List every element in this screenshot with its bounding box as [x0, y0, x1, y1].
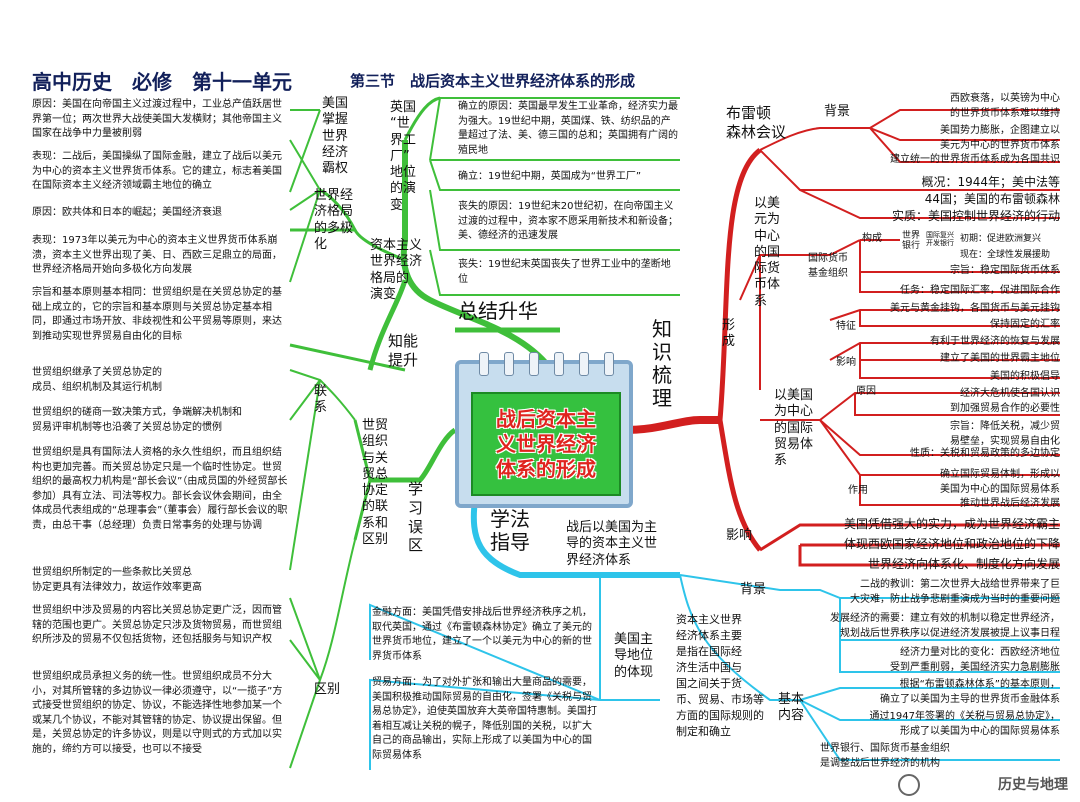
text-impact-1: 体现西欧国家经济地位和政治地位的下降 [843, 537, 1060, 551]
text-define: 资本主义世界 经济体系主要 是指在国际经 济生活中国与 国之间关于货 币、贸易、… [676, 613, 764, 738]
text-trade-3: 性质：关税和贸易政策的多边协定 [910, 448, 1060, 459]
text-duojihua-performance: 表现：1973年以美元为中心的资本主义世界货币体系崩溃，资本主义世界出现了美、日… [32, 235, 282, 275]
label-qubie: 区别 [314, 682, 341, 697]
binder-ring-icon [604, 352, 614, 376]
text-wto-0: 宗旨和基本原则基本相同：世贸组织是在关贸总协定的基础上成立的，它的宗旨和基本原则… [32, 287, 282, 342]
text-maoyi: 贸易方面：为了对外扩张和输出大量商品的需要，美国积极推动国际贸易的自由化，签署《… [372, 677, 597, 761]
text-bt-2: 建立统一的世界货币体系成为各国共识 [890, 154, 1060, 165]
watermark: 历史与地理 [998, 777, 1068, 793]
label-goucheng: 构成 [862, 233, 882, 244]
branch-zhishi: 知 识 梳 理 [652, 317, 672, 410]
label-yingxiang: 影响 [726, 528, 753, 543]
text-bt-3: 概况：1944年；美中法等 44国；美国的布雷顿森林 [921, 175, 1060, 207]
page-subtitle: 第三节 战后资本主义世界经济体系的形成 [350, 72, 636, 90]
label-dollar: 以美 元为 中心 的国 际货 币体 系 [754, 196, 781, 309]
text-yingguo-0: 确立的原因：英国最早发生工业革命，经济实力最为强大。19世纪中期，英国煤、铁、纺… [458, 101, 678, 156]
label-wb-branch3: 现在：全球性发展援助 [960, 250, 1051, 260]
label-zuoyong: 作用 [848, 485, 868, 496]
text-wto-2: 世贸组织的磋商一致决策方式，争端解决机制和 贸易评审机制等也沿袭了关贸总协定的惯… [32, 407, 242, 433]
center-node: 战后资本主 义世界经济 体系的形成 [455, 352, 633, 508]
text-trade-1: 经济大危机使各国认识 到加强贸易合作的必要性 [950, 388, 1060, 414]
branch-nengli: 知能 提升 [388, 332, 419, 369]
label-wb-branch1: 国际复兴 开发银行 [926, 231, 954, 247]
label-beijing-1: 背景 [824, 104, 851, 119]
page-title: 高中历史 必修 第十一单元 [32, 70, 292, 94]
text-tz-1: 保持固定的汇率 [990, 319, 1060, 330]
text-wto-1: 世贸组织继承了关贸总协定的 成员、组织机制及其运行机制 [32, 367, 162, 393]
label-wb-branch2: 初期：促进欧洲复兴 [960, 234, 1042, 244]
text-wto-6: 世贸组织成员承担义务的统一性。世贸组织成员不分大小，对其所管辖的多边协议一律必须… [32, 671, 283, 755]
text-yingguo-1: 确立：19世纪中期，英国成为“世界工厂” [458, 171, 642, 182]
label-worldbank: 世界 银行 [902, 231, 921, 251]
text-impact-2: 世界经济向体系化、制度化方向发展 [867, 557, 1060, 571]
text-bottom-0: 二战的教训：第二次世界大战给世界带来了巨 大灾难，防止战争悲剧重演成为当时的重要… [850, 579, 1060, 605]
branch-zongjie: 总结升华 [458, 299, 538, 323]
text-bottom-1: 发展经济的需要：建立有效的机制以稳定世界经济， 规划战后世界秩序以促进经济发展被… [830, 613, 1060, 639]
binder-ring-icon [529, 352, 539, 376]
text-meiguo-reason: 原因：美国在向帝国主义过渡过程中，工业总产值跃居世界第一位；两次世界大战使美国大… [32, 99, 282, 139]
text-trade-4: 确立国际贸易体制，形成以 美国为中心的国际贸易体系 [940, 469, 1060, 495]
text-bt-0: 西欧衰落，以英镑为中心 的世界货币体系难以维持 [950, 93, 1060, 119]
label-zhudao: 美国主 导地位 的体现 [614, 632, 654, 680]
text-trade-0: 美国的积极倡导 [990, 371, 1060, 382]
text-impact-0: 美国凭借强大的实力，成为世界经济霸主 [843, 517, 1060, 531]
label-geju: 资本主义 世界经济 格局的 演变 [370, 238, 423, 302]
center-title: 战后资本主 义世界经济 体系的形成 [471, 392, 621, 496]
label-xingcheng: 形 成 [722, 318, 736, 350]
text-bt-4: 实质：美国控制世界经济的行动 [891, 209, 1060, 223]
text-bottom-3: 根据“布雷顿森林体系”的基本原则， 确立了以美国为主导的世界货币金融体系 [880, 679, 1060, 705]
text-duojihua-reason: 原因：欧共体和日本的崛起；美国经济衰退 [32, 207, 222, 218]
binder-ring-icon [554, 352, 564, 376]
text-meiguo-performance: 表现：二战后，美国操纵了国际金融，建立了战后以美元为中心的资本主义世界货币体系。… [32, 151, 282, 191]
label-yingguo: 英国 “世 界工 厂” 地位 的演 变 [390, 100, 417, 213]
text-bottom-2: 经济力量对比的变化：西欧经济地位 受到严重削弱，美国经济实力急剧膨胀 [890, 647, 1060, 673]
text-jinrong: 金融方面：美国凭借安排战后世界经济秩序之机，取代英国，通过《布雷顿森林协定》确立… [372, 607, 592, 662]
label-jiben: 基本 内容 [778, 692, 805, 724]
text-wto-4: 世贸组织所制定的一些条款比关贸总 协定更具有法律效力，故运作效率更高 [32, 567, 202, 593]
label-xuefa-title: 战后以美国为主 导的资本主义世 界经济体系 [566, 520, 658, 568]
label-tezheng: 特征 [836, 321, 856, 332]
text-yingguo-3: 丧失：19世纪末英国丧失了世界工业中的垄断地位 [458, 259, 671, 285]
text-imf-0: 宗旨：稳定国际货币体系 [950, 265, 1060, 276]
text-wto-3: 世贸组织是具有国际法人资格的永久性组织，而且组织结构也更加完善。而关贸总协定只是… [32, 447, 288, 531]
text-tz-0: 美元与黄金挂钩，各国货币与美元挂钩 [890, 303, 1060, 314]
branch-xuexi: 学 习 误 区 [408, 480, 424, 555]
label-yuanyin: 原因 [856, 386, 876, 397]
text-imf-1: 任务：稳定国际汇率，促进国际合作 [900, 285, 1060, 296]
label-trade: 以美国 为中心 的国际 贸易体 系 [774, 388, 814, 468]
label-lianxi: 联 系 [314, 384, 328, 416]
text-yx-0: 有利于世界经济的恢复与发展 [930, 336, 1060, 347]
binder-ring-icon [504, 352, 514, 376]
text-bt-1: 美国势力膨胀，企图建立以 美元为中心的世界货币体系 [940, 125, 1060, 151]
label-bretton: 布雷顿 森林会议 [726, 104, 787, 141]
text-bottom-5: 世界银行、国际货币基金组织 是调整战后世界经济的机构 [820, 743, 950, 769]
text-bottom-4: 通过1947年签署的《关税与贸易总协定》， 形成了以美国为中心的国际贸易体系 [869, 711, 1060, 737]
text-trade-5: 推动世界战后经济发展 [960, 498, 1060, 509]
binder-ring-icon [579, 352, 589, 376]
label-yingxiang-small: 影响 [836, 357, 856, 368]
label-beijing-2: 背景 [740, 582, 767, 597]
text-yx-1: 建立了美国的世界霸主地位 [940, 353, 1060, 364]
text-yingguo-2: 丧失的原因：19世纪末20世纪初，在向帝国主义过渡的过程中，资本家不愿采用新技术… [458, 201, 678, 241]
label-wto: 世贸 组织 与关 贸总 协定 的联 系和 区别 [362, 418, 389, 547]
wechat-icon [898, 774, 920, 796]
label-duojihua: 世界经 济格局 的多极 化 [314, 188, 354, 252]
branch-xuefa: 学法 指导 [490, 507, 530, 554]
binder-ring-icon [479, 352, 489, 376]
label-meiguo: 美国 掌握 世界 经济 霸权 [322, 96, 349, 176]
text-wto-5: 世贸组织中涉及贸易的内容比关贸总协定更广泛，因而管辖的范围也更广。关贸总协定只涉… [32, 605, 282, 645]
text-trade-2: 宗旨：降低关税，减少贸 易壁垒，实现贸易自由化 [950, 421, 1060, 447]
label-imf: 国际货币 基金组织 [808, 253, 848, 279]
